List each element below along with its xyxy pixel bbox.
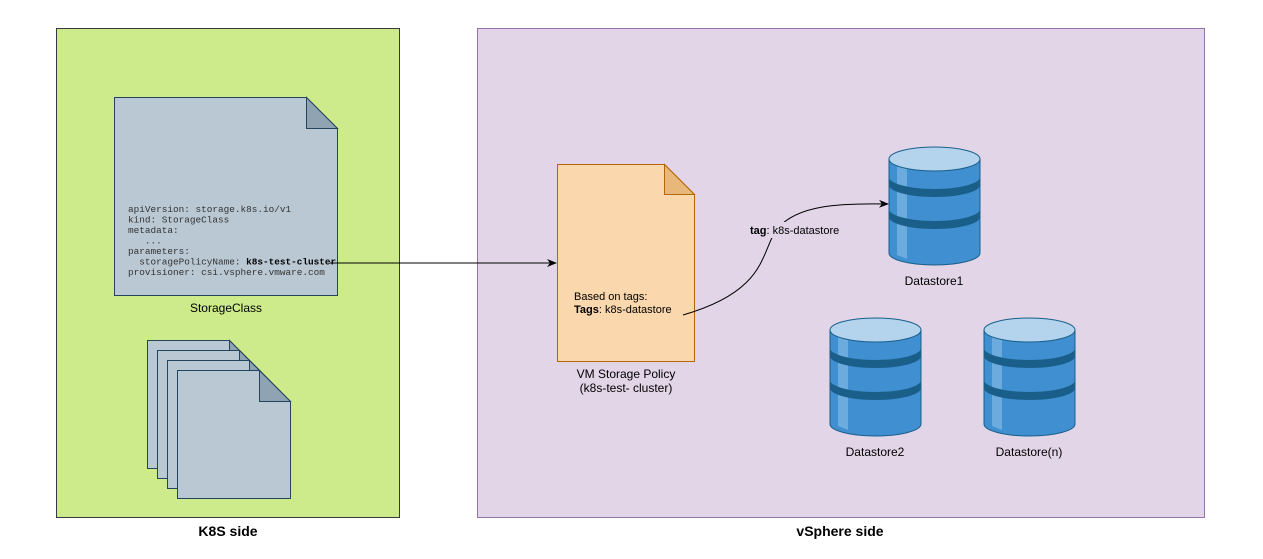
yaml-line: apiVersion: storage.k8s.io/v1 (128, 204, 292, 215)
tag-key: tag (750, 225, 767, 237)
storageclass-yaml: apiVersion: storage.k8s.io/v1 kind: Stor… (128, 204, 342, 278)
yaml-line: parameters: (128, 246, 190, 257)
tag-edge-label-bg (748, 222, 840, 238)
policy-tags-value: : k8s-datastore (599, 304, 672, 316)
tag-edge-label: tag: k8s-datastore (750, 225, 839, 237)
datastore-n[interactable] (983, 317, 1076, 437)
yaml-line: storagePolicyName: (128, 257, 246, 268)
yaml-line: metadata: (128, 225, 179, 236)
policy-line-1: Based on tags: (574, 291, 647, 303)
document-stack-icon (147, 339, 292, 499)
vm-storage-policy-document[interactable]: Based on tags: Tags: k8s-datastore (557, 163, 696, 362)
datastore-icon (983, 317, 1076, 437)
datastore-icon (888, 146, 981, 266)
yaml-line: ... (128, 236, 162, 247)
policy-document-body (557, 164, 695, 362)
datastore-icon (829, 317, 922, 437)
datastore-1-label: Datastore1 (905, 274, 964, 288)
policy-caption-line-2: (k8s-test- cluster) (580, 381, 673, 395)
tag-value: : k8s-datastore (767, 225, 840, 237)
yaml-line: provisioner: csi.vsphere.vmware.com (128, 267, 325, 278)
document-fold-icon (306, 96, 339, 129)
datastore-n-label: Datastore(n) (996, 445, 1063, 459)
datastore-2-label: Datastore2 (846, 445, 905, 459)
policy-caption-line-1: VM Storage Policy (577, 367, 676, 381)
policy-line-2: Tags: k8s-datastore (574, 304, 672, 316)
datastore-2[interactable] (829, 317, 922, 437)
vsphere-side-label: vSphere side (796, 523, 883, 539)
storageclass-label: StorageClass (190, 301, 262, 315)
k8s-side-label: K8S side (198, 523, 257, 539)
storageclass-document-body (114, 97, 338, 296)
storageclass-document[interactable]: apiVersion: storage.k8s.io/v1 kind: Stor… (114, 96, 342, 296)
datastore-1[interactable] (888, 146, 981, 266)
storage-policy-name-value: k8s-test-cluster (246, 257, 336, 268)
document-fold-icon (664, 163, 696, 195)
yaml-line: kind: StorageClass (128, 215, 229, 226)
policy-tags-key: Tags (574, 304, 599, 316)
